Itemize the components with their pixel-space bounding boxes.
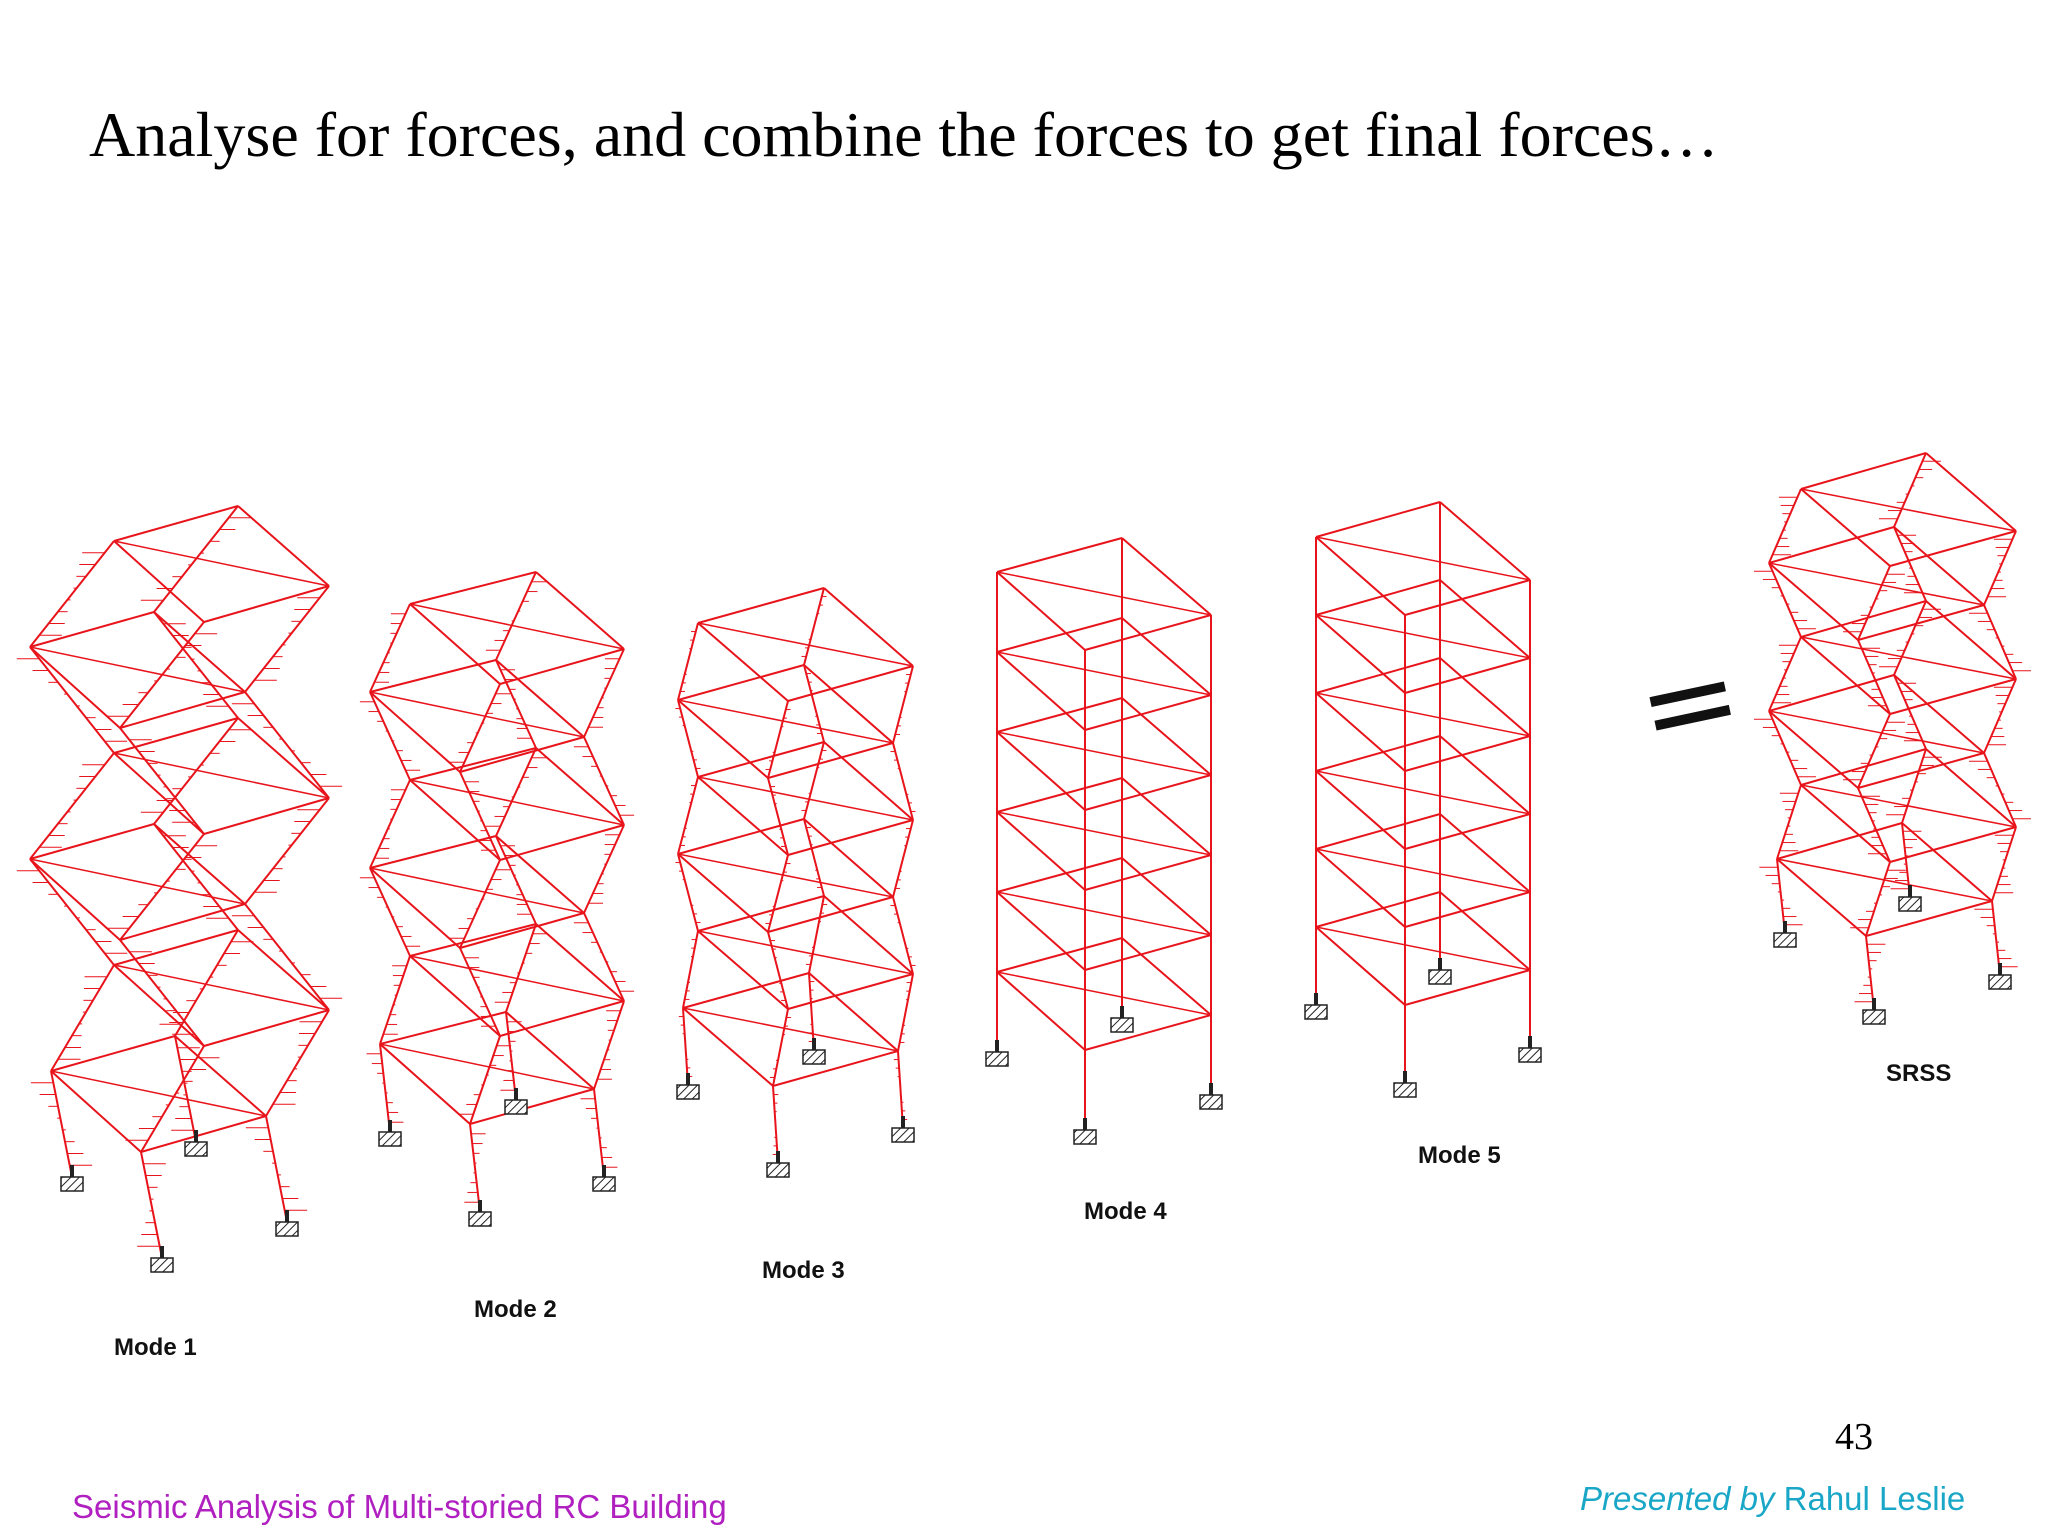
equals-sign xyxy=(1649,681,1731,731)
fixed-support-icon xyxy=(1110,1017,1134,1033)
fixed-support-icon xyxy=(150,1257,174,1273)
mode-5-label: Mode 5 xyxy=(1418,1142,1501,1169)
fixed-support-icon xyxy=(1393,1082,1417,1098)
presenter-name: Rahul Leslie xyxy=(1783,1480,1966,1517)
support-post xyxy=(1783,921,1787,933)
support-post xyxy=(995,1040,999,1052)
fixed-support-icon xyxy=(1988,974,2012,990)
fixed-support-icon xyxy=(1862,1009,1886,1025)
support-post xyxy=(1872,998,1876,1010)
fixed-support-icon xyxy=(766,1162,790,1178)
page-number: 43 xyxy=(1835,1416,1873,1458)
support-post xyxy=(285,1210,289,1222)
fixed-support-icon xyxy=(802,1049,826,1065)
fixed-support-icon xyxy=(378,1131,402,1147)
fixed-support-icon xyxy=(1518,1047,1542,1063)
support-post xyxy=(1908,885,1912,897)
mode-2-label: Mode 2 xyxy=(474,1296,557,1323)
support-post xyxy=(478,1200,482,1212)
support-post xyxy=(1403,1071,1407,1083)
support-post xyxy=(160,1246,164,1258)
mode-3-frame xyxy=(675,587,916,1178)
support-post xyxy=(1438,958,1442,970)
fixed-support-icon xyxy=(985,1051,1009,1067)
mode-2-frame xyxy=(359,571,635,1227)
support-post xyxy=(901,1116,905,1128)
fixed-support-icon xyxy=(60,1176,84,1192)
fixed-support-icon xyxy=(184,1141,208,1157)
presenter-prefix: Presented by xyxy=(1580,1480,1775,1517)
support-post xyxy=(1083,1118,1087,1130)
mode-4-frame xyxy=(985,537,1223,1145)
fixed-support-icon xyxy=(592,1176,616,1192)
mode-1-frame xyxy=(16,505,343,1273)
support-post xyxy=(1528,1036,1532,1048)
support-post xyxy=(812,1038,816,1050)
fixed-support-icon xyxy=(891,1127,915,1143)
support-post xyxy=(388,1120,392,1132)
fixed-support-icon xyxy=(504,1099,528,1115)
fixed-support-icon xyxy=(1898,896,1922,912)
slide-title: Analyse for forces, and combine the forc… xyxy=(89,99,1719,170)
mode-5-frame xyxy=(1304,501,1542,1098)
support-post xyxy=(514,1088,518,1100)
mode-3-label: Mode 3 xyxy=(762,1257,845,1284)
support-post xyxy=(776,1151,780,1163)
support-post xyxy=(1998,963,2002,975)
support-post xyxy=(194,1130,198,1142)
mode-1-label: Mode 1 xyxy=(114,1334,197,1361)
support-post xyxy=(1314,993,1318,1005)
support-post xyxy=(602,1165,606,1177)
srss-frame xyxy=(1754,452,2031,1025)
fixed-support-icon xyxy=(676,1084,700,1100)
support-post xyxy=(70,1165,74,1177)
fixed-support-icon xyxy=(468,1211,492,1227)
support-post xyxy=(1120,1006,1124,1018)
fixed-support-icon xyxy=(1199,1094,1223,1110)
support-post xyxy=(1209,1083,1213,1095)
footer-presenter: Presented by Rahul Leslie xyxy=(1580,1480,1965,1518)
fixed-support-icon xyxy=(1773,932,1797,948)
fixed-support-icon xyxy=(1073,1129,1097,1145)
fixed-support-icon xyxy=(1428,969,1452,985)
support-post xyxy=(686,1073,690,1085)
srss-label: SRSS xyxy=(1886,1060,1951,1087)
footer-course-title: Seismic Analysis of Multi-storied RC Bui… xyxy=(72,1488,727,1525)
mode-4-label: Mode 4 xyxy=(1084,1198,1167,1225)
fixed-support-icon xyxy=(275,1221,299,1237)
fixed-support-icon xyxy=(1304,1004,1328,1020)
